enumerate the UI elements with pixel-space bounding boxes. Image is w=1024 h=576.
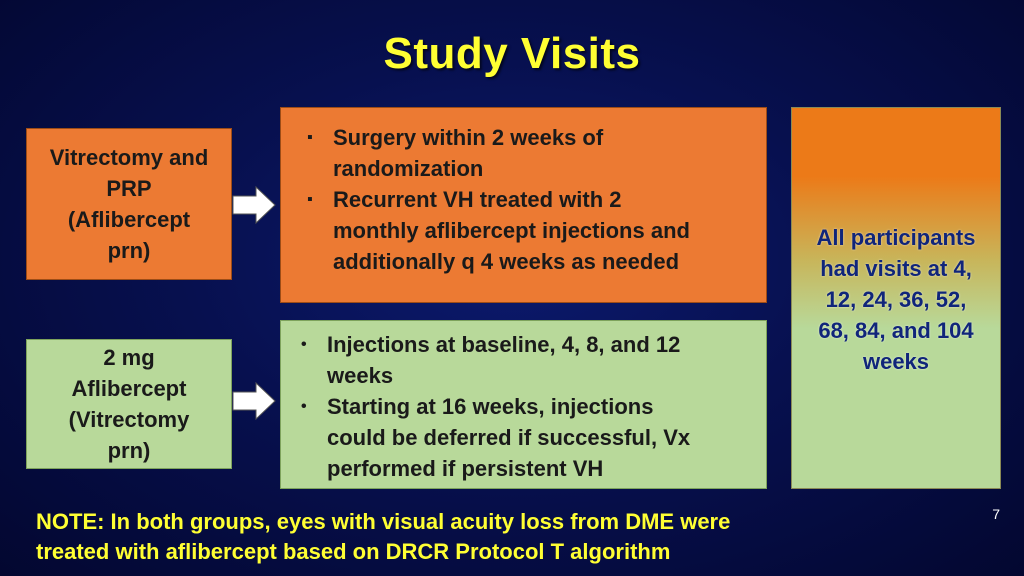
round-bullet-icon: • [301, 336, 307, 353]
footnote: NOTE: In both groups, eyes with visual a… [36, 509, 731, 564]
list-item: • Injections at baseline, 4, 8, and 12 w… [301, 329, 758, 391]
arm-label-line: (Aflibercept [67, 207, 191, 232]
visit-summary-text: All participants had visits at 4, 12, 24… [816, 225, 976, 374]
list-item: • Starting at 16 weeks, injections could… [301, 391, 758, 484]
right-arrow-icon [232, 186, 276, 224]
round-bullet-icon: • [301, 398, 307, 415]
arm-label-line: (Vitrectomy [68, 407, 190, 432]
arm-label-line: PRP [106, 176, 152, 201]
page-number: 7 [992, 506, 1000, 522]
arm-label-line: Vitrectomy and [49, 145, 209, 170]
arm-label-vitrectomy: Vitrectomy and PRP (Aflibercept prn) [26, 128, 232, 280]
arm-detail-vitrectomy: ▪ Surgery within 2 weeks of randomizatio… [280, 107, 767, 303]
square-bullet-icon: ▪ [307, 129, 313, 146]
arm-detail-aflibercept: • Injections at baseline, 4, 8, and 12 w… [280, 320, 767, 489]
list-item: ▪ Surgery within 2 weeks of randomizatio… [307, 122, 758, 184]
slide-title: Study Visits [383, 29, 641, 78]
arm-label-aflibercept: 2 mg Aflibercept (Vitrectomy prn) [26, 339, 232, 469]
arm-label-line: prn) [107, 438, 151, 463]
square-bullet-icon: ▪ [307, 191, 313, 208]
list-item: ▪ Recurrent VH treated with 2 monthly af… [307, 184, 758, 277]
arm-label-line: Aflibercept [71, 376, 187, 401]
visit-summary-box [791, 107, 1001, 489]
arm-label-line: 2 mg [103, 345, 155, 370]
right-arrow-icon [232, 382, 276, 420]
arm-label-line: prn) [107, 238, 151, 263]
